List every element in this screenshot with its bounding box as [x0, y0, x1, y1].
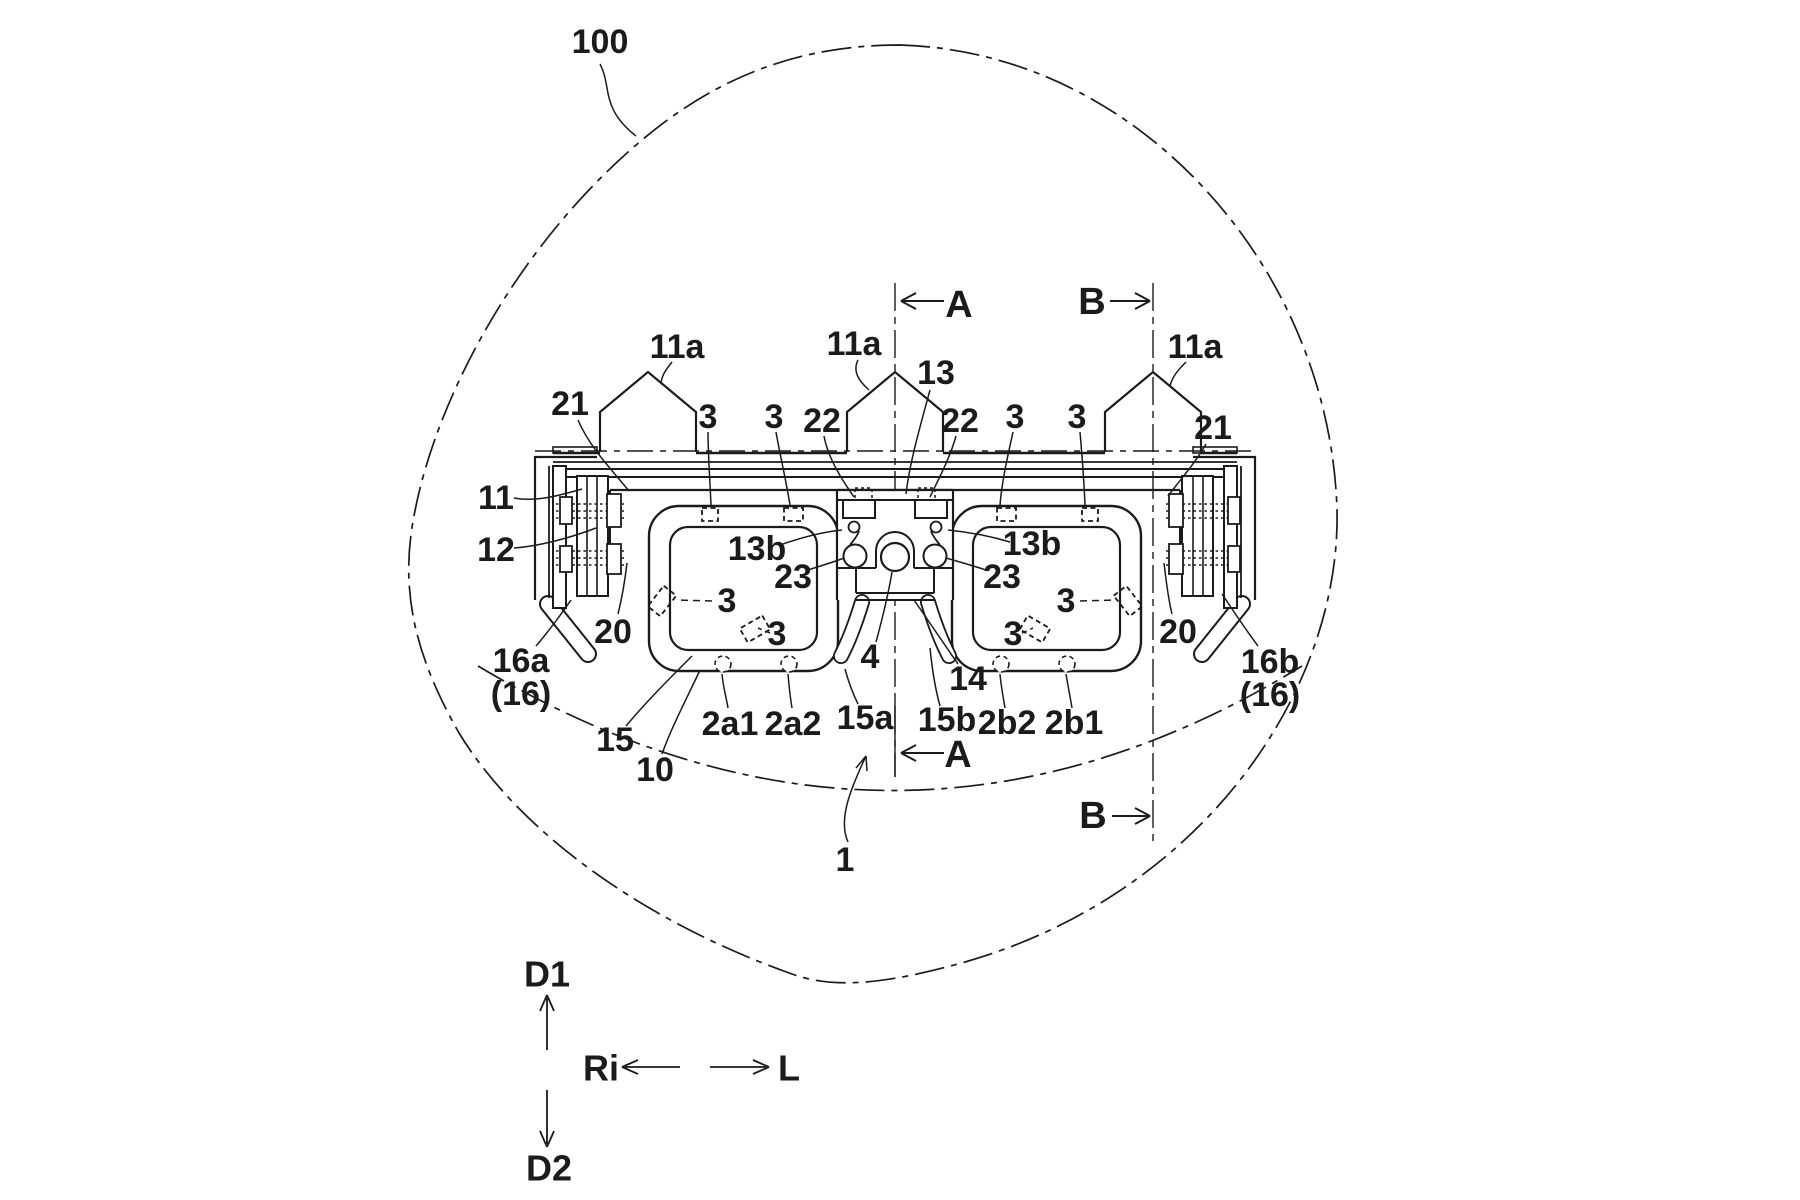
ref-label-L-47: L	[778, 1048, 800, 1089]
hook-13b-left	[847, 520, 861, 534]
ref-label-3-8: 3	[765, 398, 784, 436]
ref-label-15b-36: 15b	[918, 701, 977, 739]
ref-label-3-12: 3	[1068, 398, 1087, 436]
ref-label-3-19: 3	[718, 582, 737, 620]
hook-13b-right	[929, 520, 943, 534]
lens-right	[950, 504, 1143, 673]
leader-lines	[513, 63, 1259, 843]
ref-label-16b-25: 16b	[1241, 643, 1300, 681]
ref-label-3-20: 3	[1057, 582, 1076, 620]
ref-label-13-3: 13	[917, 354, 955, 392]
ref-label-16-26: (16)	[1240, 676, 1300, 714]
ref-label-3-27: 3	[768, 615, 787, 653]
bridge-13	[833, 487, 957, 664]
ref-label-11a-2: 11a	[827, 325, 883, 363]
arrow-B-bottom	[1112, 807, 1151, 825]
ref-label-3-28: 3	[1004, 615, 1023, 653]
ref-label-2b2-37: 2b2	[978, 704, 1037, 742]
ref-label-2a1-31: 2a1	[702, 705, 759, 743]
ref-label-16a-23: 16a	[493, 642, 551, 680]
direction-indicator	[539, 994, 770, 1148]
ref-label-11-13: 11	[478, 479, 514, 517]
arrow-D2	[539, 1090, 555, 1148]
ref-label-23-17: 23	[774, 558, 812, 596]
arrow-D1	[539, 994, 555, 1050]
ref-label-15a-33: 15a	[837, 699, 895, 737]
ref-label-2b1-38: 2b1	[1045, 704, 1104, 742]
ref-label-20-21: 20	[594, 613, 632, 651]
hole-2a1	[714, 655, 732, 673]
nose-pad-15b	[920, 594, 957, 664]
ref-label-13b-15: 13b	[728, 530, 787, 568]
arrow-L	[710, 1059, 770, 1075]
temple-16b	[1193, 595, 1251, 663]
ref-label-10-30: 10	[636, 751, 674, 789]
ref-label-4-34: 4	[861, 638, 880, 676]
ref-label-Ri-46: Ri	[583, 1048, 619, 1089]
ref-label-3-11: 3	[1006, 398, 1025, 436]
ref-label-1-39: 1	[836, 841, 855, 879]
peak-11a-center	[845, 370, 945, 452]
ref-label-3-7: 3	[699, 398, 718, 436]
hole-2b2	[992, 655, 1010, 673]
u-arch	[875, 531, 915, 568]
ref-label-21-5: 21	[551, 385, 589, 423]
lens-left	[647, 504, 840, 673]
ref-label-A-42: A	[944, 734, 971, 776]
tab-22-left	[842, 499, 876, 519]
peak-11a-left	[598, 370, 698, 452]
peak-11a-right	[1103, 370, 1203, 452]
ref-label-14-35: 14	[949, 660, 987, 698]
face-arc	[477, 665, 1303, 792]
ref-label-13b-16: 13b	[1003, 525, 1062, 563]
ref-label-A-40: A	[945, 284, 972, 326]
ref-label-12-14: 12	[477, 531, 515, 569]
arrow-A-top	[900, 292, 944, 310]
ref-label-23-18: 23	[983, 558, 1021, 596]
ref-label-11a-4: 11a	[1168, 328, 1224, 366]
ref-label-11a-1: 11a	[650, 328, 706, 366]
ref-label-16-24: (16)	[491, 675, 551, 713]
temple-16a	[539, 595, 597, 663]
hole-2b1	[1058, 655, 1076, 673]
ref-label-D2-45: D2	[526, 1148, 572, 1189]
ref-label-B-43: B	[1079, 795, 1106, 837]
ref-label-100-0: 100	[572, 23, 629, 61]
head-outline-100	[407, 44, 1338, 984]
nose-pad-15a	[833, 594, 870, 664]
leader-1	[843, 755, 867, 843]
section-arrows	[900, 292, 1151, 825]
ref-label-2a2-32: 2a2	[765, 705, 822, 743]
arrowhead-1	[855, 755, 868, 772]
ref-label-B-41: B	[1078, 281, 1105, 323]
ref-label-20-22: 20	[1159, 613, 1197, 651]
ref-label-22-9: 22	[803, 402, 841, 440]
hole-2a2	[780, 655, 798, 673]
hinge-left	[533, 455, 624, 609]
ref-label-21-6: 21	[1194, 409, 1232, 447]
ref-label-15-29: 15	[596, 721, 634, 759]
arrow-Ri	[621, 1059, 680, 1075]
arrow-B-top	[1110, 292, 1151, 310]
tab-22-right	[914, 499, 948, 519]
bar-end-lip-right	[1192, 446, 1238, 454]
hidden-marks	[646, 507, 1144, 673]
arrow-A-bottom	[900, 744, 944, 762]
ref-label-D1-44: D1	[524, 954, 570, 995]
ref-label-22-10: 22	[941, 402, 979, 440]
screw-4	[879, 541, 911, 573]
top-bar-11	[535, 370, 1255, 463]
bar-end-lip-left	[552, 446, 598, 454]
